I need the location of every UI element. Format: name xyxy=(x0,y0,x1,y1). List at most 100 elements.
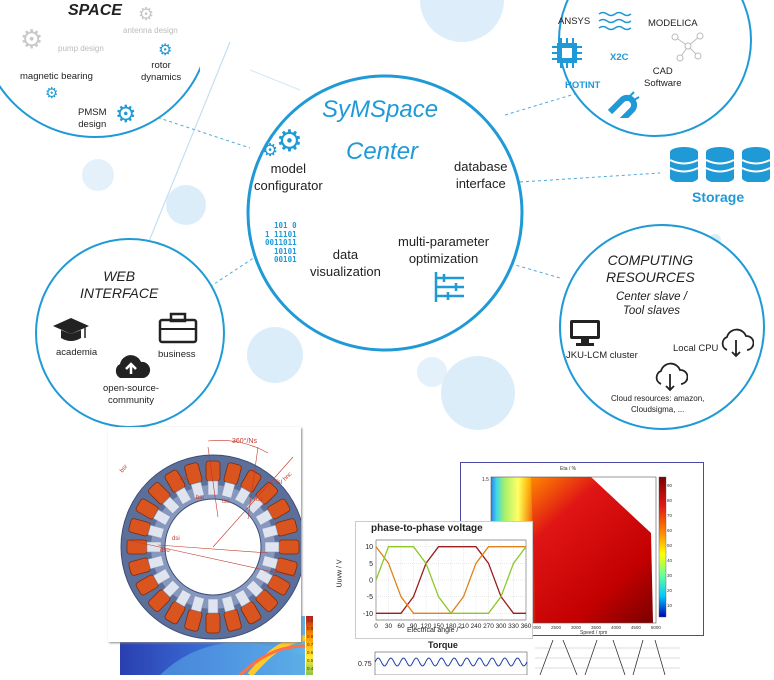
voltage-ylabel: Uuvw / V xyxy=(336,559,344,588)
efficiency-ytick: 1.5 xyxy=(482,477,489,483)
x-tick-label: 360 xyxy=(521,623,532,630)
stator-slot-opening xyxy=(162,579,181,598)
stator-slot-opening xyxy=(147,555,165,570)
x-tick-label: 330 xyxy=(508,623,519,630)
space-pump-label: pump design xyxy=(58,44,104,53)
cloud-upload-icon xyxy=(115,355,151,378)
cloud-sync-icon xyxy=(721,328,754,358)
x-tick-label: 120 xyxy=(421,623,432,630)
stator-slot-opening xyxy=(255,509,274,526)
x-tick-label: 210 xyxy=(458,623,469,630)
x-tick-label: 180 xyxy=(446,623,457,630)
bubble-left-small xyxy=(82,159,114,191)
bubble-right xyxy=(441,356,515,430)
y-tick-label: -5 xyxy=(367,594,373,601)
dimension-line xyxy=(247,446,259,520)
tool-x2c-label: X2C xyxy=(610,52,629,63)
storage-label: Storage xyxy=(692,189,745,205)
tool-modelica-label: MODELICA xyxy=(648,18,698,29)
plot-area xyxy=(374,651,528,676)
voltage-chart-title: phase-to-phase voltage xyxy=(371,523,483,534)
magnet-icon xyxy=(607,91,640,118)
dimension-line xyxy=(212,456,294,548)
chip-icon xyxy=(552,38,582,68)
space-antenna-label: antenna design xyxy=(123,26,178,35)
y-tick-label: 5 xyxy=(369,561,373,568)
stator-tss-label: tss xyxy=(222,499,230,505)
torque-chart-svg xyxy=(374,651,528,676)
stator-slot-opening xyxy=(234,589,251,608)
academia-label: academia xyxy=(56,347,98,358)
stator-slot-opening xyxy=(190,595,205,613)
space-magnetic-label: magnetic bearing xyxy=(20,71,93,82)
torque-title: Torque xyxy=(428,640,458,650)
efficiency-colorbar xyxy=(658,476,667,618)
gear-icon: ⚙ xyxy=(115,101,137,128)
tools-circle xyxy=(558,0,752,137)
stator-slot-opening xyxy=(175,589,192,608)
efficiency-xlabel: Speed / rpm xyxy=(580,630,608,636)
gear-icon: ⚙ xyxy=(20,24,44,54)
stator-slot-opening xyxy=(190,481,205,499)
computing-subtitle: Center slave /Tool slaves xyxy=(616,291,687,317)
community-label: open-source-community xyxy=(103,383,159,406)
database-icon xyxy=(669,147,771,182)
bubble-right-small xyxy=(417,357,447,387)
monitor-icon xyxy=(570,320,600,346)
local-cpu-label: Local CPU xyxy=(673,343,719,354)
dimension-line xyxy=(157,544,269,554)
stator-slot-opening xyxy=(264,541,280,553)
stator-svg xyxy=(120,440,306,640)
x-tick-label: 60 xyxy=(397,623,405,630)
dimension-line xyxy=(207,446,219,518)
torque-ytick: 0.75 xyxy=(358,661,372,668)
space-title: SPACE xyxy=(68,2,122,19)
gear-icon: ⚙ xyxy=(158,42,173,59)
briefcase-icon xyxy=(158,312,198,344)
stator-slot-winding xyxy=(205,460,221,482)
stator-drawing-panel xyxy=(108,427,306,642)
stator-slot-opening xyxy=(261,524,279,539)
gear-icon: ⚙ xyxy=(262,140,279,160)
voltage-xlabel: Electrical angle / ° xyxy=(407,627,464,634)
partial-line-plot xyxy=(535,640,680,675)
angle-arc xyxy=(207,440,269,454)
stator-slot-opening xyxy=(146,541,162,553)
x-tick-label: 90 xyxy=(410,623,418,630)
x-tick-label: 270 xyxy=(483,623,494,630)
stator-slot-opening xyxy=(255,568,274,585)
jku-cluster-label: JKU-LCM cluster xyxy=(566,350,638,361)
gear-icon: ⚙ xyxy=(276,125,303,158)
business-label: business xyxy=(158,349,196,360)
stator-slot-winding xyxy=(205,612,221,634)
cloud-sync-icon xyxy=(655,362,688,392)
bubble-mid xyxy=(247,327,303,383)
x-tick-label: 240 xyxy=(471,623,482,630)
stator-slot-winding xyxy=(278,539,300,555)
stator-slot-opening xyxy=(221,481,236,499)
stator-slot-opening xyxy=(162,496,181,515)
stator-dsi-label: dsi xyxy=(172,536,180,542)
efficiency-title: Eta / % xyxy=(560,466,577,472)
x-tick-label: 150 xyxy=(433,623,444,630)
x-tick-label: 30 xyxy=(385,623,393,630)
bubble-top xyxy=(420,0,504,42)
stator-slot-opening xyxy=(221,595,236,613)
center-title: SyMSpace xyxy=(322,96,439,123)
stator-slot-opening xyxy=(175,486,192,505)
stator-slot-opening xyxy=(234,486,251,505)
stator-rco-label: rco xyxy=(254,497,263,503)
computing-circle xyxy=(559,224,765,430)
